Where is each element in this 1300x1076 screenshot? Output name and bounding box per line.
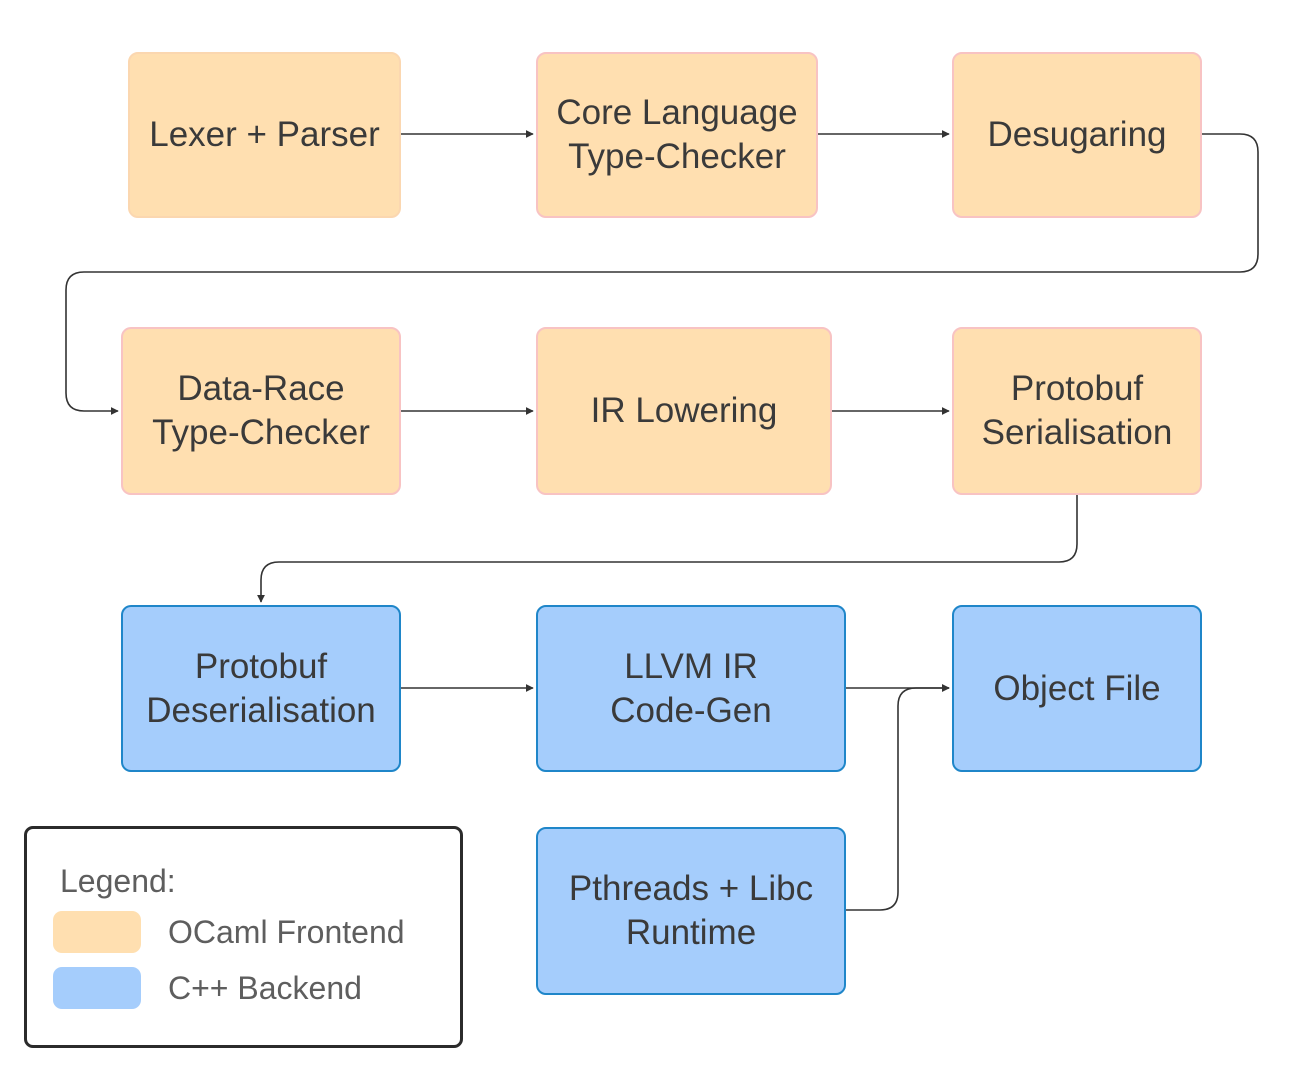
edge-desugar-to-drace <box>65 133 1259 415</box>
edge-pthr-to-obj <box>846 684 950 911</box>
legend-label-frontend: OCaml Frontend <box>168 914 405 950</box>
legend-item-backend: C++ Backend <box>53 967 453 1009</box>
node-label: Lexer + Parser <box>149 115 380 154</box>
node-label: Protobuf <box>1010 369 1144 408</box>
legend-item-frontend: OCaml Frontend <box>53 911 453 953</box>
legend-label-backend: C++ Backend <box>168 970 362 1006</box>
edge-pser-to-pdeser <box>257 495 1078 603</box>
node-core-language-type-checker: Core Language Type-Checker <box>536 52 818 218</box>
legend-title: Legend: <box>60 863 176 899</box>
node-label: Object File <box>993 668 1161 708</box>
node-data-race-type-checker: Data-Race Type-Checker <box>121 327 401 495</box>
node-label: Type-Checker <box>568 137 786 176</box>
legend-swatch-frontend <box>53 911 141 953</box>
node-label: Pthreads + Libc <box>568 869 814 908</box>
node-object-file: Object File <box>952 605 1202 772</box>
node-pthreads-libc-runtime: Pthreads + Libc Runtime <box>536 827 846 995</box>
node-lexer-parser: Lexer + Parser <box>128 52 401 218</box>
node-label: Protobuf <box>194 646 328 686</box>
node-label: IR Lowering <box>590 391 778 430</box>
node-label: Code-Gen <box>610 690 772 730</box>
node-label: Serialisation <box>981 413 1173 452</box>
node-desugaring: Desugaring <box>952 52 1202 218</box>
node-protobuf-serialisation: Protobuf Serialisation <box>952 327 1202 495</box>
node-protobuf-deserialisation: Protobuf Deserialisation <box>121 605 401 772</box>
node-label: Core Language <box>556 93 798 132</box>
node-label: Desugaring <box>987 115 1167 154</box>
node-label: LLVM IR <box>624 646 758 686</box>
node-llvm-ir-code-gen: LLVM IR Code-Gen <box>536 605 846 772</box>
legend: Legend: OCaml Frontend C++ Backend <box>24 826 463 1048</box>
node-label: Deserialisation <box>146 690 376 730</box>
node-label: Runtime <box>625 913 757 952</box>
node-label: Type-Checker <box>152 413 370 452</box>
legend-swatch-backend <box>53 967 141 1009</box>
node-ir-lowering: IR Lowering <box>536 327 832 495</box>
node-label: Data-Race <box>177 369 345 408</box>
